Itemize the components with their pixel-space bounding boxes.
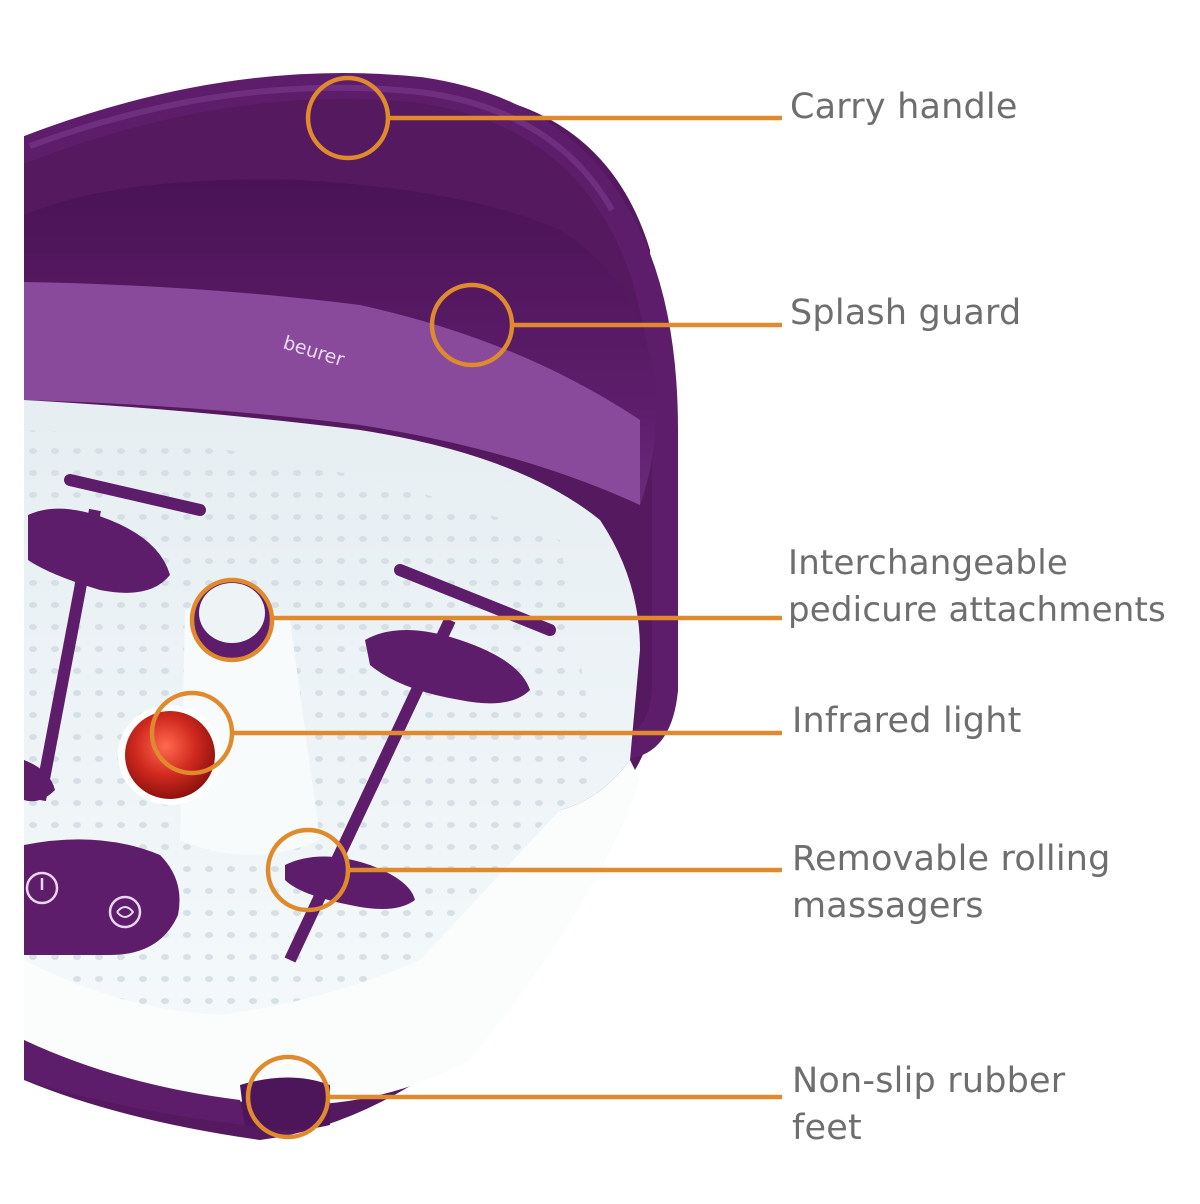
massage-mode-icon[interactable] xyxy=(108,895,142,929)
label-line: feet xyxy=(792,1108,862,1148)
right-lower-roller xyxy=(285,856,415,909)
label-infrared-light: Infrared light xyxy=(792,698,1022,745)
callout-circle-pedicure xyxy=(189,577,275,663)
right-upper-roller xyxy=(365,630,530,704)
front-rim xyxy=(24,760,640,1105)
power-icon[interactable] xyxy=(25,871,59,905)
splash-guard-band xyxy=(24,282,640,505)
label-line: massagers xyxy=(792,886,984,926)
callout-circle-splash-guard xyxy=(429,282,515,368)
label-line: Carry handle xyxy=(790,87,1018,127)
label-rubber-feet: Non-slip rubber feet xyxy=(792,1058,1065,1152)
label-line: Non-slip rubber xyxy=(792,1061,1066,1101)
rubber-foot xyxy=(240,1077,330,1130)
label-splash-guard: Splash guard xyxy=(790,290,1021,337)
callout-markers xyxy=(149,75,782,1140)
callout-circle-feet xyxy=(245,1054,331,1140)
callout-circle-infrared xyxy=(149,690,235,776)
label-line: Interchangeable xyxy=(788,543,1068,583)
label-pedicure-attachments: Interchangeable pedicure attachments xyxy=(788,540,1166,634)
label-line: Infrared light xyxy=(792,701,1022,741)
label-line: Splash guard xyxy=(790,293,1022,333)
callout-circle-massagers xyxy=(265,827,351,913)
control-panel xyxy=(24,839,180,955)
left-roller xyxy=(28,508,170,593)
label-line: Removable rolling xyxy=(792,839,1111,879)
label-line: pedicure attachments xyxy=(788,590,1166,630)
label-carry-handle: Carry handle xyxy=(790,84,1018,131)
callout-circle-carry-handle xyxy=(305,75,391,161)
label-rolling-massagers: Removable rolling massagers xyxy=(792,836,1111,930)
